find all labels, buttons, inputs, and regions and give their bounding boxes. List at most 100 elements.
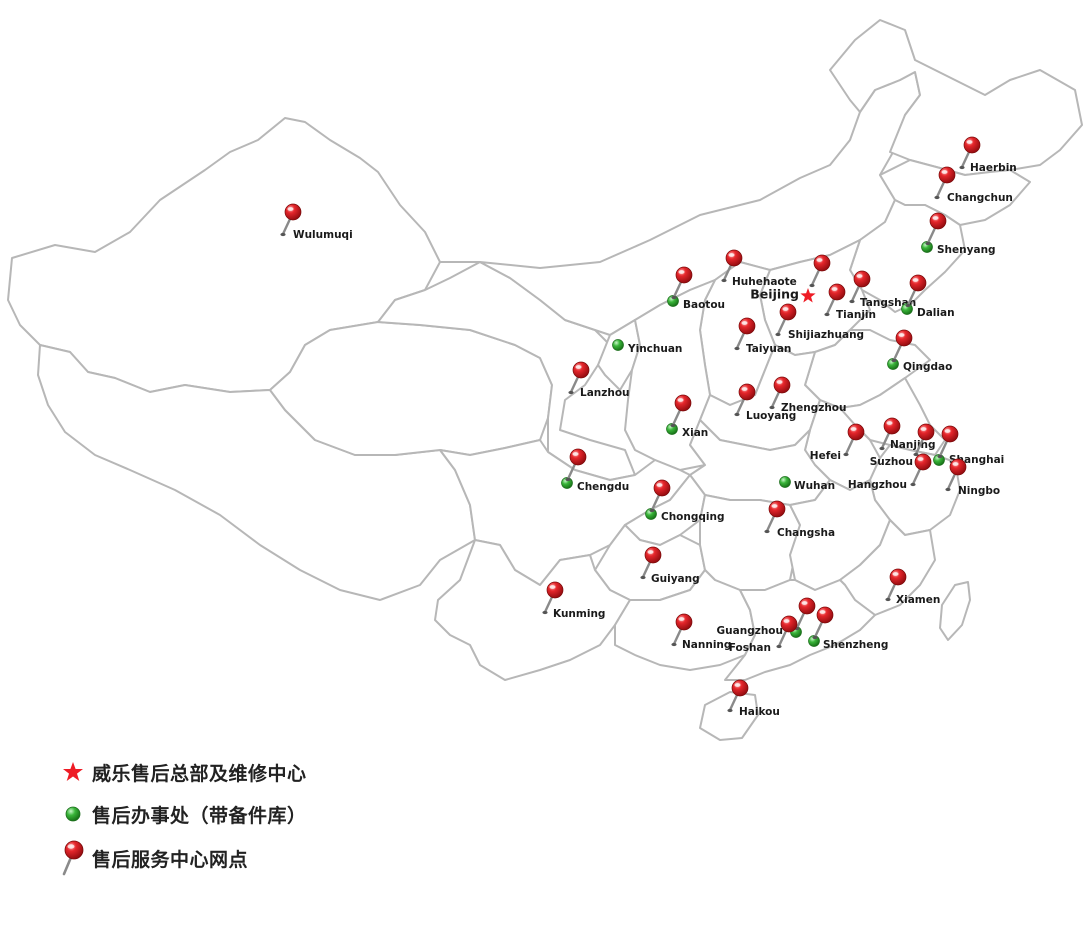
city-marker-ningbo: Ningbo [945,458,1000,497]
pushpin-highlight [952,462,959,466]
city-label: Xian [682,427,708,439]
pushpin-tip [734,412,740,417]
red-pushpin-icon [284,203,302,221]
pushpin-tip [776,644,782,649]
red-pushpin-icon [929,212,947,230]
pushpin-highlight [920,427,927,431]
city-label: Changsha [777,527,835,539]
pushpin-tip [937,454,943,459]
pushpin-tip [671,295,677,300]
pushpin-tip [542,610,548,615]
pushpin-highlight [944,429,951,433]
pushpin-needle [569,375,580,394]
city-marker-kunming: Kunming [542,581,605,620]
red-pushpin-icon [675,266,693,284]
city-marker-hefei: Hefei [810,423,865,462]
pushpin-needle [543,595,554,614]
pushpin-tip [885,597,891,602]
city-marker-haikou: Haikou [727,679,780,718]
pushpin-needle [641,560,652,579]
map-markers: WulumuqiHaerbinChangchunShenyangHuhehaot… [280,136,1017,718]
pushpin-needle [960,150,971,169]
legend-label: 售后办事处（带备件库） [92,804,307,827]
red-star-icon [56,755,90,789]
pushpin-needle [926,226,937,245]
city-marker-wulumuqi: Wulumuqi [280,203,353,241]
city-label: Suzhou [870,456,913,468]
city-label: Baotou [683,299,725,311]
green-dot-icon [56,797,90,831]
pushpin-highlight [677,398,684,402]
city-marker-shenyang: Shenyang [921,212,996,256]
pushpin-highlight [741,387,748,391]
pushpin-tip [565,477,571,482]
pushpin-tip [913,452,919,457]
city-label: Guangzhou [717,625,783,637]
pushpin-highlight [647,550,654,554]
pushpin-needle [722,263,733,282]
legend-label: 售后服务中心网点 [92,848,249,871]
pushpin-needle [795,611,806,630]
pushpin-tip [769,405,775,410]
red-pushpin-icon [941,425,959,443]
pushpin-highlight [801,601,808,605]
pushpin-needle [911,467,922,486]
city-marker-chengdu: Chengdu [561,448,629,493]
pushpin-tip [721,278,727,283]
city-marker-baotou: Baotou [667,266,725,311]
pushpin-highlight [850,427,857,431]
pushpin-tip [824,312,830,317]
pushpin-needle [844,437,855,456]
pushpin-needle [810,268,821,287]
red-pushpin-icon [963,136,981,154]
pushpin-highlight [734,683,741,687]
pushpin-highlight [892,572,899,576]
pushpin-highlight [549,585,556,589]
red-pushpin-icon [675,613,693,631]
city-label: Dalian [917,307,955,319]
city-label: Luoyang [746,410,796,422]
pushpin-highlight [771,504,778,508]
city-label: Qingdao [903,361,952,373]
pushpin-needle [813,620,824,639]
pushpin-highlight [287,207,294,211]
green-dot-icon [612,339,624,351]
pushpin-highlight [966,140,973,144]
pushpin-highlight [912,278,919,282]
pushpin-tip [670,423,676,428]
city-marker-lanzhou: Lanzhou [568,361,630,399]
city-label: Wulumuqi [293,229,353,241]
city-label: Hangzhou [848,479,907,491]
city-label: Shenzheng [823,639,888,651]
red-pushpin-icon [813,254,831,272]
red-pushpin-icon [780,615,798,633]
china-map: WulumuqiHaerbinChangchunShenyangHuhehaot… [7,19,1083,741]
city-label: Shijiazhuang [788,329,864,341]
red-pushpin-icon [949,458,967,476]
pushpin-highlight [941,170,948,174]
pushpin-highlight [776,380,783,384]
pushpin-tip [934,195,940,200]
city-marker-wuhan: Wuhan [779,476,835,492]
pushpin-needle [946,472,957,491]
pushpin-needle [672,627,683,646]
red-pushpin-icon [738,383,756,401]
pushpin-highlight [886,421,893,425]
city-marker-tianjin: Tianjin [824,283,876,321]
city-marker-nanning: Nanning [671,613,731,651]
pushpin-tip [775,332,781,337]
red-pushpin-icon [895,329,913,347]
city-label: Yinchuan [627,343,682,355]
city-marker-yinchuan: Yinchuan [612,339,682,355]
city-marker-chongqing: Chongqing [645,479,725,523]
red-pushpin-icon [909,274,927,292]
city-marker-changsha: Changsha [764,500,835,539]
city-marker-changchun: Changchun [934,166,1013,204]
red-pushpin-icon [644,546,662,564]
city-marker-foshan: Foshan [729,615,798,654]
city-marker-taiyuan: Taiyuan [734,317,791,355]
city-label: Lanzhou [580,387,630,399]
pushpin-needle [728,693,739,712]
pushpin-tip [849,299,855,304]
city-label: Nanning [682,639,731,651]
